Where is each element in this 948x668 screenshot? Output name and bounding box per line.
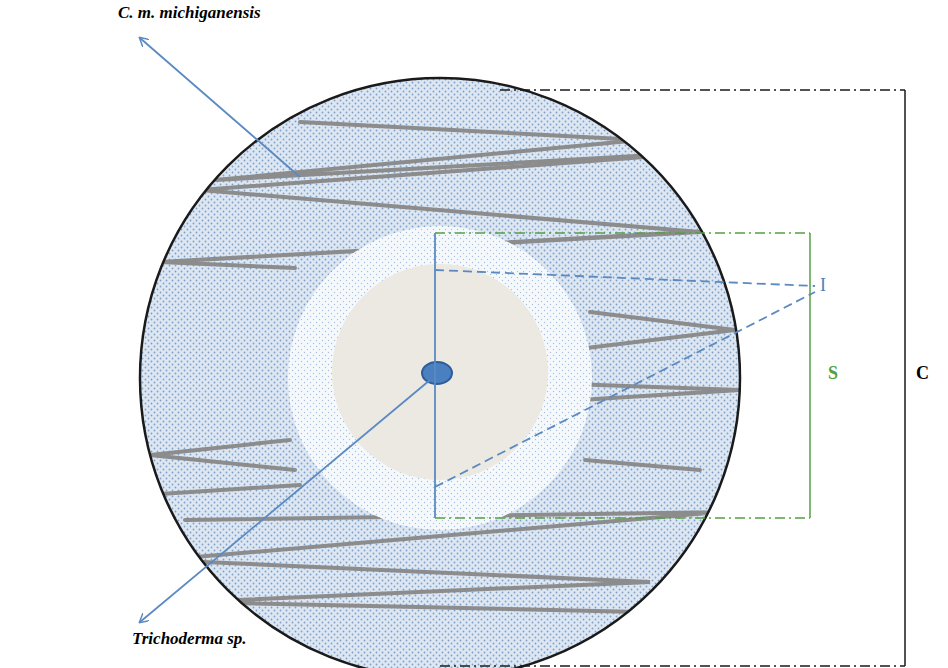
- bacterial-lawn: [140, 78, 740, 668]
- measure-label: S: [828, 364, 838, 384]
- leader-line: [435, 292, 815, 487]
- measure-label: C: [916, 364, 929, 384]
- trichoderma-colony: [332, 264, 548, 480]
- pointer-arrow: [140, 380, 430, 622]
- measure-label: I: [820, 276, 826, 296]
- streak-lines: [145, 122, 740, 612]
- inoculum-plug: [422, 362, 452, 384]
- leader-line: [435, 270, 815, 286]
- pointer-arrow: [140, 38, 300, 177]
- organism-label: Trichoderma sp.: [132, 630, 247, 649]
- diameter-line: [434, 233, 436, 518]
- organism-label: C. m. michiganensis: [118, 4, 261, 23]
- c-bracket: [440, 90, 905, 666]
- s-bracket: [435, 233, 810, 518]
- dish-rim: [140, 78, 740, 668]
